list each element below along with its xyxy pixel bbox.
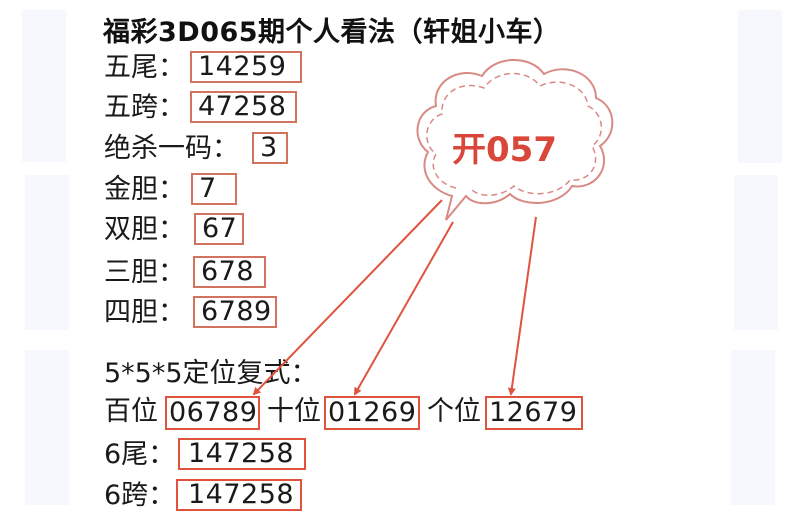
row-five-tail: 五尾： 14259 (104, 51, 302, 85)
arrow-to-tens (354, 221, 454, 396)
side-panel-left-1 (22, 10, 66, 162)
value-box: 14259 (190, 51, 302, 83)
hundreds-label: 百位 (104, 396, 158, 427)
positional-heading-text: 5*5*5定位复式： (104, 358, 318, 389)
row-quad-dan: 四胆： 6789 (104, 296, 277, 330)
value-box: 678 (193, 256, 266, 288)
value-box: 6789 (193, 296, 277, 328)
callout-text: 开057 (452, 130, 557, 170)
arrow-group (252, 199, 537, 396)
row-label: 五跨： (104, 92, 185, 123)
tens-label: 十位 (267, 396, 321, 427)
row-label: 三胆： (104, 257, 185, 288)
units-value-box: 12679 (485, 396, 583, 430)
arrow-to-units (507, 216, 537, 396)
side-panel-right-3 (731, 350, 775, 505)
row-label: 金胆： (104, 174, 185, 205)
units-label: 个位 (427, 396, 481, 427)
row-label: 双胆： (104, 214, 185, 245)
row-six-tail: 6尾： 147258 (104, 438, 306, 472)
row-label: 6跨： (104, 480, 176, 511)
row-label: 绝杀一码： (104, 133, 239, 164)
positional-heading: 5*5*5定位复式： (104, 357, 318, 391)
tens-value-box: 01269 (324, 396, 420, 430)
value-box: 3 (252, 132, 288, 164)
value-box: 67 (194, 213, 244, 245)
row-five-span: 五跨： 47258 (104, 91, 297, 125)
row-label: 四胆： (104, 297, 185, 328)
side-panel-left-3 (25, 350, 69, 505)
row-triple-dan: 三胆： 678 (104, 256, 266, 290)
value-box: 47258 (190, 91, 297, 123)
row-gold-dan: 金胆： 7 (104, 173, 237, 207)
value-box: 147258 (178, 438, 306, 470)
value-box: 147258 (176, 479, 302, 511)
side-panel-left-2 (25, 175, 69, 330)
side-panel-right-1 (738, 10, 782, 163)
hundreds-value-box: 06789 (165, 396, 260, 430)
row-six-span: 6跨： 147258 (104, 479, 302, 513)
cloud-bubble-icon (416, 59, 614, 221)
row-double-dan: 双胆： 67 (104, 213, 244, 247)
row-kill-one: 绝杀一码： 3 (104, 132, 288, 166)
value-box: 7 (191, 173, 237, 205)
side-panel-right-2 (734, 175, 778, 330)
row-label: 五尾： (104, 52, 185, 83)
arrow-to-hundreds (252, 199, 443, 396)
row-label: 6尾： (104, 439, 176, 470)
page-title: 福彩3D065期个人看法（轩姐小车） (103, 17, 561, 48)
